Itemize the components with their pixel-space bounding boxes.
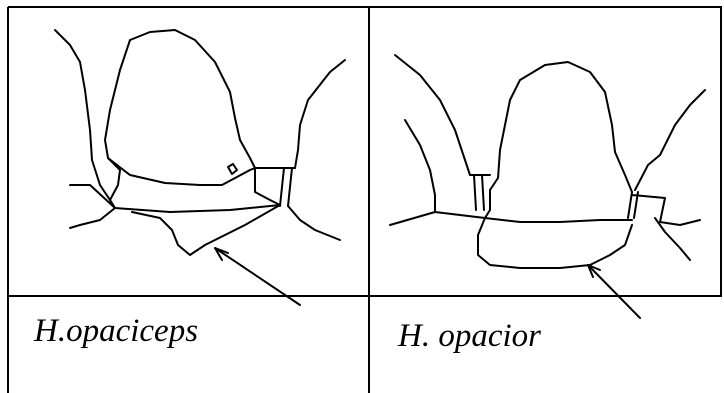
right-collar-left-bar-1	[474, 175, 476, 210]
left-head-left-side	[105, 40, 130, 170]
left-double-bar-1	[280, 168, 284, 206]
right-head-left-side	[485, 100, 510, 218]
right-right-upper	[635, 155, 660, 190]
left-scutellum	[132, 205, 280, 255]
left-eye	[228, 164, 237, 174]
right-collar-left-bar-2	[482, 175, 484, 210]
left-right-lower	[288, 206, 340, 240]
right-panel-drawing	[390, 55, 705, 318]
right-collar-right-bar-1	[628, 192, 632, 218]
right-right-contour	[660, 90, 705, 155]
right-left-contour	[395, 55, 470, 175]
right-right-branch	[660, 220, 700, 225]
right-head-base	[485, 218, 632, 222]
left-double-bar-2	[288, 168, 292, 206]
left-collar	[255, 168, 280, 205]
species-label-left: H.opaciceps	[34, 315, 198, 348]
right-left-branch	[390, 212, 485, 225]
left-left-contour	[55, 30, 110, 200]
right-left-inner	[405, 120, 435, 212]
species-label-right: H. opacior	[398, 320, 541, 353]
right-head-outline	[510, 62, 632, 192]
left-head-base	[108, 158, 295, 185]
left-left-lower	[70, 208, 115, 228]
left-pronotum-top	[110, 170, 120, 208]
left-pronotum-line	[115, 205, 280, 212]
left-right-contour	[295, 60, 345, 168]
right-pronotum	[478, 218, 632, 268]
left-head-outline	[130, 30, 255, 168]
right-arrow-shaft	[588, 265, 640, 318]
left-panel-drawing	[55, 30, 345, 305]
left-arrow-head	[215, 248, 228, 260]
